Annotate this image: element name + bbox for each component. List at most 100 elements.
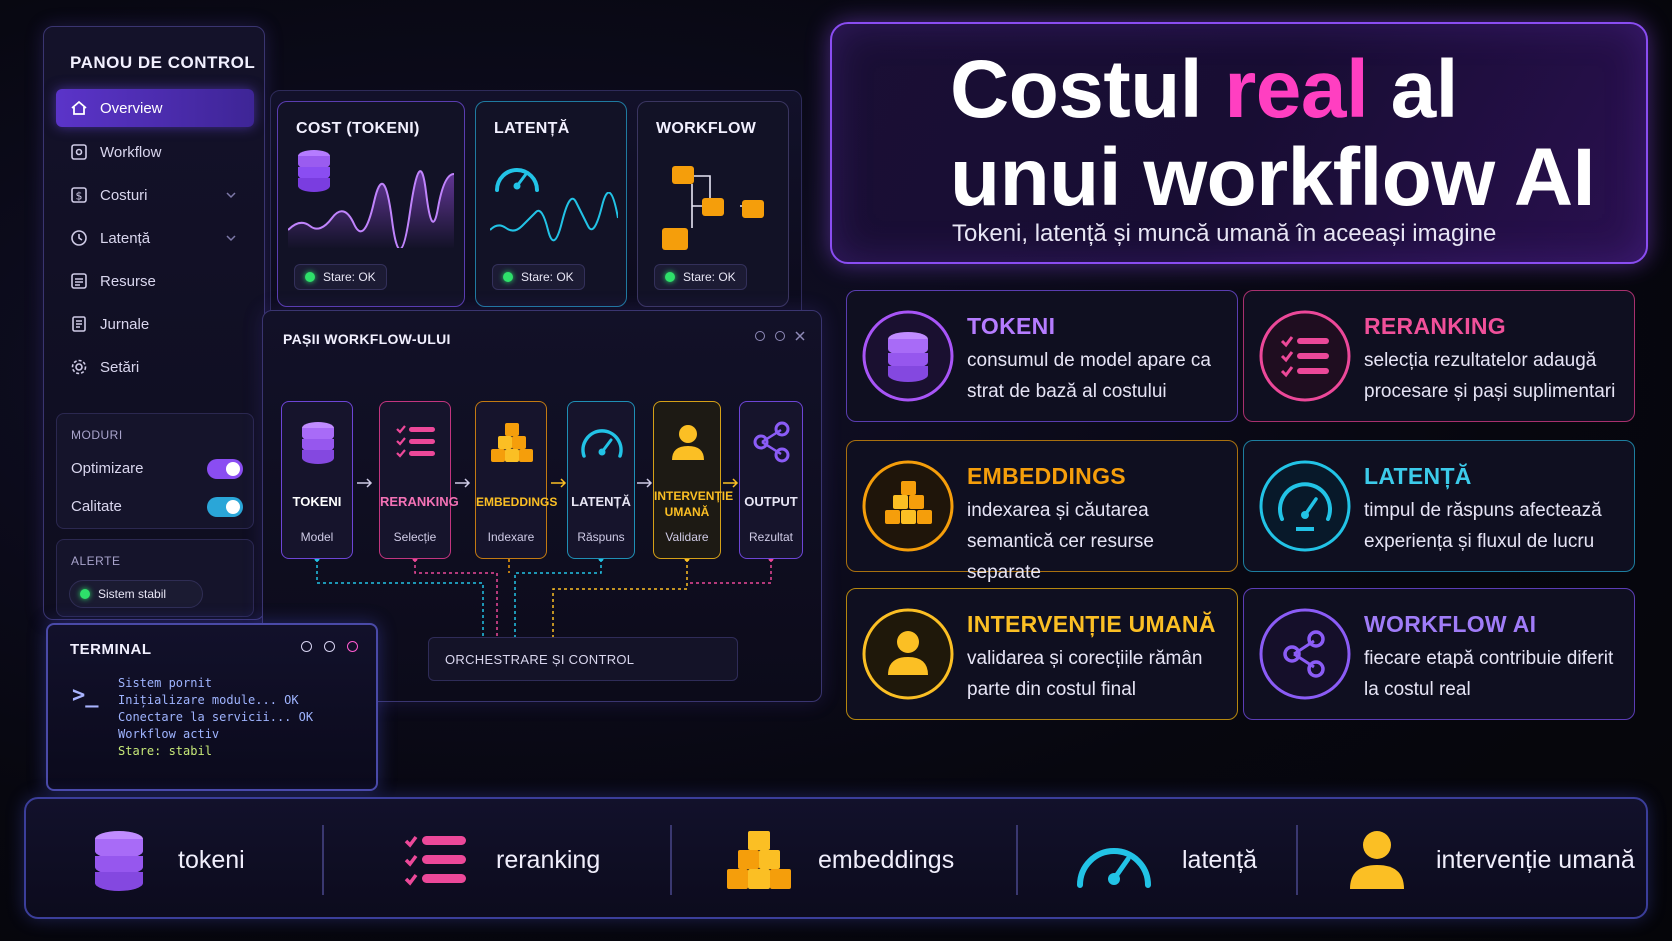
control-panel-sidebar: PANOU DE CONTROL Overview Workflow $ Cos…	[43, 26, 265, 620]
close-icon[interactable]	[795, 331, 805, 341]
info-card-interventie-umana: INTERVENȚIE UMANĂ validarea și corecțiil…	[846, 588, 1238, 720]
title-line-2: unui workflow AI	[950, 132, 1595, 223]
step-tokeni[interactable]: TOKENI Model	[281, 401, 353, 559]
step-output[interactable]: OUTPUT Rezultat	[739, 401, 803, 559]
chevron-down-icon[interactable]	[224, 188, 238, 202]
step-name: INTERVENȚIE UMANĂ	[654, 489, 734, 519]
sidebar-item-workflow[interactable]: Workflow	[56, 133, 254, 171]
step-reranking[interactable]: RERANKING Selecție	[379, 401, 459, 559]
share-nodes-icon	[1259, 608, 1351, 700]
legend-bar: tokeni reranking embeddings latență	[24, 797, 1648, 919]
gauge-icon	[1259, 460, 1351, 552]
legend-item-embeddings: embeddings	[726, 825, 954, 895]
dollar-icon: $	[71, 187, 87, 203]
status-dot-icon	[665, 272, 675, 282]
workflow-icon	[71, 144, 87, 160]
checklist-icon	[404, 835, 466, 886]
card-desc: selecția rezultatelor adaugă procesare ș…	[1364, 350, 1616, 402]
step-name: LATENȚĂ	[571, 494, 631, 509]
mode-optimizare: Optimizare	[71, 459, 243, 479]
card-title: INTERVENȚIE UMANĂ	[967, 611, 1216, 637]
legend-label: reranking	[496, 845, 601, 874]
sidebar-item-latenta[interactable]: Latență	[56, 219, 254, 257]
step-sub: Model	[300, 530, 334, 544]
latency-sparkline	[490, 192, 618, 242]
terminal-line: Workflow activ	[118, 727, 220, 741]
maximize-icon[interactable]	[324, 641, 335, 652]
optimizare-toggle[interactable]	[207, 459, 243, 479]
arrow-right-icon	[723, 478, 739, 488]
title-highlight: real	[1224, 44, 1369, 135]
headline-panel: Costul real al unui workflow AI Tokeni, …	[830, 22, 1648, 264]
share-nodes-icon	[753, 421, 790, 463]
maximize-icon[interactable]	[775, 331, 785, 341]
mode-calitate: Calitate	[71, 497, 243, 517]
card-desc: consumul de model apare ca strat de bază…	[967, 350, 1211, 402]
info-card-tokeni: TOKENI consumul de model apare ca strat …	[846, 290, 1238, 422]
minimize-icon[interactable]	[755, 331, 765, 341]
step-name: TOKENI	[292, 494, 342, 509]
alerts-title: ALERTE	[71, 554, 121, 568]
terminal-line: Stare: stabil	[118, 744, 212, 758]
sidebar-item-label: Costuri	[100, 186, 148, 204]
sidebar-item-resurse[interactable]: Resurse	[56, 262, 254, 300]
legend-divider	[670, 825, 672, 895]
card-title: LATENȚĂ	[1364, 463, 1472, 489]
svg-text:$: $	[76, 190, 83, 203]
gauge-icon	[581, 429, 623, 458]
step-embeddings[interactable]: EMBEDDINGS Indexare	[475, 401, 557, 559]
database-icon	[95, 831, 143, 891]
page-title: Costul real al unui workflow AI	[950, 46, 1595, 222]
cubes-icon	[491, 423, 533, 462]
metric-card-workflow[interactable]: WORKFLOW Stare: OK	[637, 101, 789, 307]
step-sub: Rezultat	[748, 530, 794, 544]
status-dot-icon	[503, 272, 513, 282]
legend-item-interventie-umana: intervenție umană	[1344, 825, 1635, 895]
sidebar-item-jurnale[interactable]: Jurnale	[56, 305, 254, 343]
close-icon[interactable]	[347, 641, 358, 652]
chevron-down-icon[interactable]	[224, 231, 238, 245]
status-dot-icon	[80, 589, 90, 599]
status-text: Stare: OK	[323, 270, 376, 284]
metrics-panel: COST (TOKENI) Stare: OK LATENȚĂ	[270, 90, 802, 320]
workflow-diagram-icon	[662, 166, 764, 250]
sidebar-item-label: Setări	[100, 358, 140, 376]
sidebar-item-setari[interactable]: Setări	[56, 348, 254, 386]
sidebar-item-label: Jurnale	[100, 315, 150, 333]
step-interventie-umana[interactable]: INTERVENȚIE UMANĂ Validare	[653, 401, 734, 559]
sidebar-item-overview[interactable]: Overview	[56, 89, 254, 127]
alerts-panel: ALERTE Sistem stabil	[56, 539, 254, 617]
orchestration-box: ORCHESTRARE ȘI CONTROL	[428, 637, 738, 681]
sidebar-title: PANOU DE CONTROL	[70, 53, 256, 72]
card-desc: timpul de răspuns afectează experiența ș…	[1364, 500, 1602, 552]
card-title: RERANKING	[1364, 313, 1506, 339]
minimize-icon[interactable]	[301, 641, 312, 652]
card-title: EMBEDDINGS	[967, 463, 1126, 489]
step-sub: Indexare	[487, 530, 535, 544]
arrow-right-icon	[551, 478, 567, 488]
legend-label: latență	[1182, 845, 1258, 874]
status-text: Stare: OK	[521, 270, 574, 284]
card-desc: fiecare etapă contribuie diferit la cost…	[1364, 648, 1614, 700]
home-icon	[71, 100, 87, 115]
sidebar-item-costuri[interactable]: $ Costuri	[56, 176, 254, 214]
step-latenta[interactable]: LATENȚĂ Răspuns	[567, 401, 635, 559]
card-title: TOKENI	[967, 313, 1056, 339]
database-icon	[298, 150, 330, 192]
calitate-toggle[interactable]	[207, 497, 243, 517]
status-badge: Stare: OK	[654, 264, 747, 290]
step-sub: Selecție	[393, 530, 437, 544]
step-sub: Validare	[665, 530, 709, 544]
resources-icon	[71, 273, 87, 289]
alert-status-badge: Sistem stabil	[69, 580, 203, 608]
info-card-workflow-ai: WORKFLOW AI fiecare etapă contribuie dif…	[1243, 588, 1635, 720]
cost-sparkline	[288, 170, 454, 248]
metric-card-latenta[interactable]: LATENȚĂ Stare: OK	[475, 101, 627, 307]
metric-card-cost[interactable]: COST (TOKENI) Stare: OK	[277, 101, 465, 307]
sidebar-item-label: Resurse	[100, 272, 156, 290]
cubes-icon	[862, 460, 954, 552]
database-icon	[302, 422, 334, 464]
orchestration-connectors	[314, 559, 774, 637]
legend-item-reranking: reranking	[404, 825, 600, 895]
workflow-steps-window: PAȘII WORKFLOW-ULUI TOKENI Model RERANKI…	[262, 310, 822, 702]
